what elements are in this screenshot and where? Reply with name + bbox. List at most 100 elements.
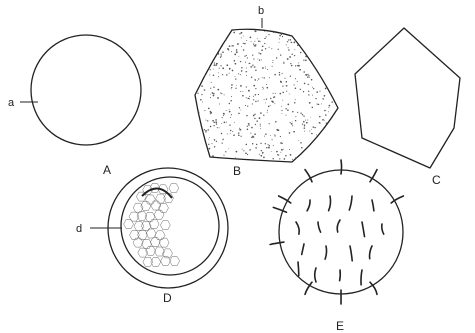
stipple-dot bbox=[254, 66, 256, 68]
stipple-dot bbox=[304, 124, 305, 125]
stipple-dot bbox=[240, 85, 242, 87]
stipple-dot bbox=[234, 122, 235, 123]
reticulum-cell bbox=[145, 195, 155, 204]
stipple-dot bbox=[221, 133, 222, 134]
stipple-dot bbox=[248, 90, 250, 92]
stipple-dot bbox=[213, 74, 215, 76]
bristle bbox=[362, 222, 365, 237]
callout-d-label: d bbox=[76, 223, 82, 235]
stipple-dot bbox=[279, 42, 280, 43]
stipple-dot bbox=[219, 68, 220, 69]
stipple-dot bbox=[272, 66, 273, 67]
stipple-dot bbox=[247, 57, 248, 58]
stipple-dot bbox=[232, 45, 234, 47]
stipple-dot bbox=[297, 112, 298, 113]
stipple-dot bbox=[210, 69, 211, 70]
stipple-dot bbox=[291, 54, 292, 55]
bristle bbox=[296, 222, 299, 234]
stipple-dot bbox=[325, 114, 327, 116]
stipple-dot bbox=[230, 133, 231, 134]
reticulum-cell bbox=[151, 258, 161, 267]
stipple-dot bbox=[202, 102, 203, 103]
stipple-dot bbox=[247, 154, 248, 155]
stipple-dot bbox=[258, 94, 259, 95]
stipple-dot bbox=[215, 119, 217, 121]
stipple-dot bbox=[198, 112, 199, 113]
stipple-dot bbox=[255, 147, 257, 149]
stipple-dot bbox=[316, 134, 317, 135]
reticulum-cell bbox=[133, 238, 143, 247]
stipple-dot bbox=[294, 102, 296, 104]
stipple-dot bbox=[263, 156, 265, 158]
stipple-dot bbox=[224, 121, 226, 123]
stipple-dot bbox=[282, 85, 283, 86]
stipple-dot bbox=[282, 36, 283, 37]
stipple-dot bbox=[273, 97, 274, 98]
stipple-dot bbox=[288, 39, 289, 40]
stipple-dot bbox=[252, 65, 253, 66]
stipple-dot bbox=[216, 123, 217, 124]
bristle bbox=[329, 196, 331, 211]
stipple-dot bbox=[313, 126, 314, 127]
stipple-dot bbox=[326, 122, 327, 123]
stipple-dot bbox=[254, 79, 256, 81]
stipple-dot bbox=[235, 157, 236, 158]
bristle bbox=[382, 224, 384, 234]
reticulum-cell bbox=[124, 220, 134, 229]
stipple-dot bbox=[213, 125, 214, 126]
reticulum-cell bbox=[154, 210, 164, 219]
stipple-dot bbox=[253, 115, 255, 117]
bristle bbox=[305, 170, 312, 182]
stipple-dot bbox=[245, 71, 246, 72]
bristle bbox=[270, 242, 284, 244]
stipple-dot bbox=[281, 110, 282, 111]
stipple-dot bbox=[236, 151, 238, 153]
stipple-dot bbox=[255, 101, 256, 102]
stipple-dot bbox=[303, 116, 304, 117]
stipple-dot bbox=[224, 94, 225, 95]
stipple-dot bbox=[258, 78, 259, 79]
stipple-dot bbox=[262, 153, 263, 154]
stipple-dot bbox=[272, 158, 273, 159]
stipple-dot bbox=[279, 72, 280, 73]
stipple-dot bbox=[221, 123, 222, 124]
stipple-dot bbox=[319, 122, 320, 123]
stipple-dot bbox=[252, 103, 253, 104]
stipple-dot bbox=[262, 46, 264, 48]
panel-a-label: A bbox=[103, 163, 111, 177]
stipple-dot bbox=[280, 136, 281, 137]
stipple-dot bbox=[219, 49, 220, 50]
stipple-dot bbox=[308, 91, 309, 92]
stipple-dot bbox=[222, 51, 224, 53]
bristle bbox=[279, 196, 291, 203]
stipple-dot bbox=[243, 43, 244, 44]
stipple-dot bbox=[239, 129, 241, 131]
stipple-dot bbox=[289, 56, 291, 58]
stipple-dot bbox=[286, 85, 288, 87]
bristle bbox=[337, 220, 340, 232]
stipple-dot bbox=[226, 74, 228, 76]
stipple-dot bbox=[231, 51, 232, 52]
stipple-dot bbox=[287, 109, 289, 111]
stipple-dot bbox=[317, 104, 318, 105]
stipple-dot bbox=[245, 105, 246, 106]
stipple-dot bbox=[295, 116, 296, 117]
stipple-dot bbox=[304, 127, 306, 129]
stipple-dot bbox=[248, 123, 250, 125]
stipple-dot bbox=[280, 54, 281, 55]
stipple-dot bbox=[328, 107, 329, 108]
stipple-dot bbox=[291, 123, 293, 125]
stipple-dot bbox=[300, 52, 302, 54]
panel-b: b B bbox=[195, 5, 338, 178]
reticulum-cell bbox=[138, 248, 148, 257]
stipple-dot bbox=[276, 57, 277, 58]
stipple-dot bbox=[283, 149, 284, 150]
stipple-dot bbox=[324, 120, 325, 121]
stipple-dot bbox=[240, 74, 241, 75]
stipple-dot bbox=[209, 137, 210, 138]
stipple-dot bbox=[314, 127, 315, 128]
stipple-dot bbox=[212, 92, 214, 94]
stipple-dot bbox=[217, 97, 219, 99]
stipple-dot bbox=[264, 77, 265, 78]
stipple-dot bbox=[323, 99, 324, 100]
